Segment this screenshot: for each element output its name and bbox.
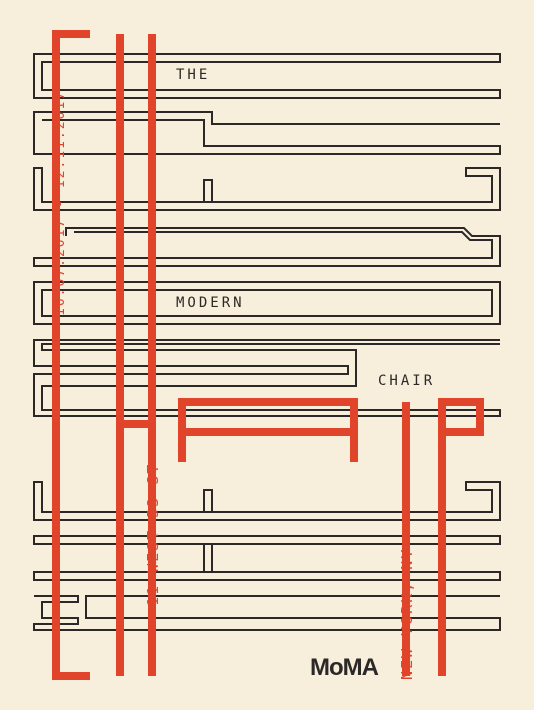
title-chair: CHAIR	[378, 373, 436, 389]
city-state: NEW YORK, NY	[398, 547, 416, 680]
black-lines	[33, 53, 501, 631]
title-modern: MODERN	[176, 295, 245, 311]
red-lines	[52, 30, 484, 680]
street-address: 11 WEST 53 ST	[144, 462, 162, 606]
moma-logo: MoMA	[310, 654, 379, 681]
title-the: THE	[176, 67, 211, 83]
exhibition-dates: 10.07.2017 - 12.11.2017	[53, 89, 68, 316]
